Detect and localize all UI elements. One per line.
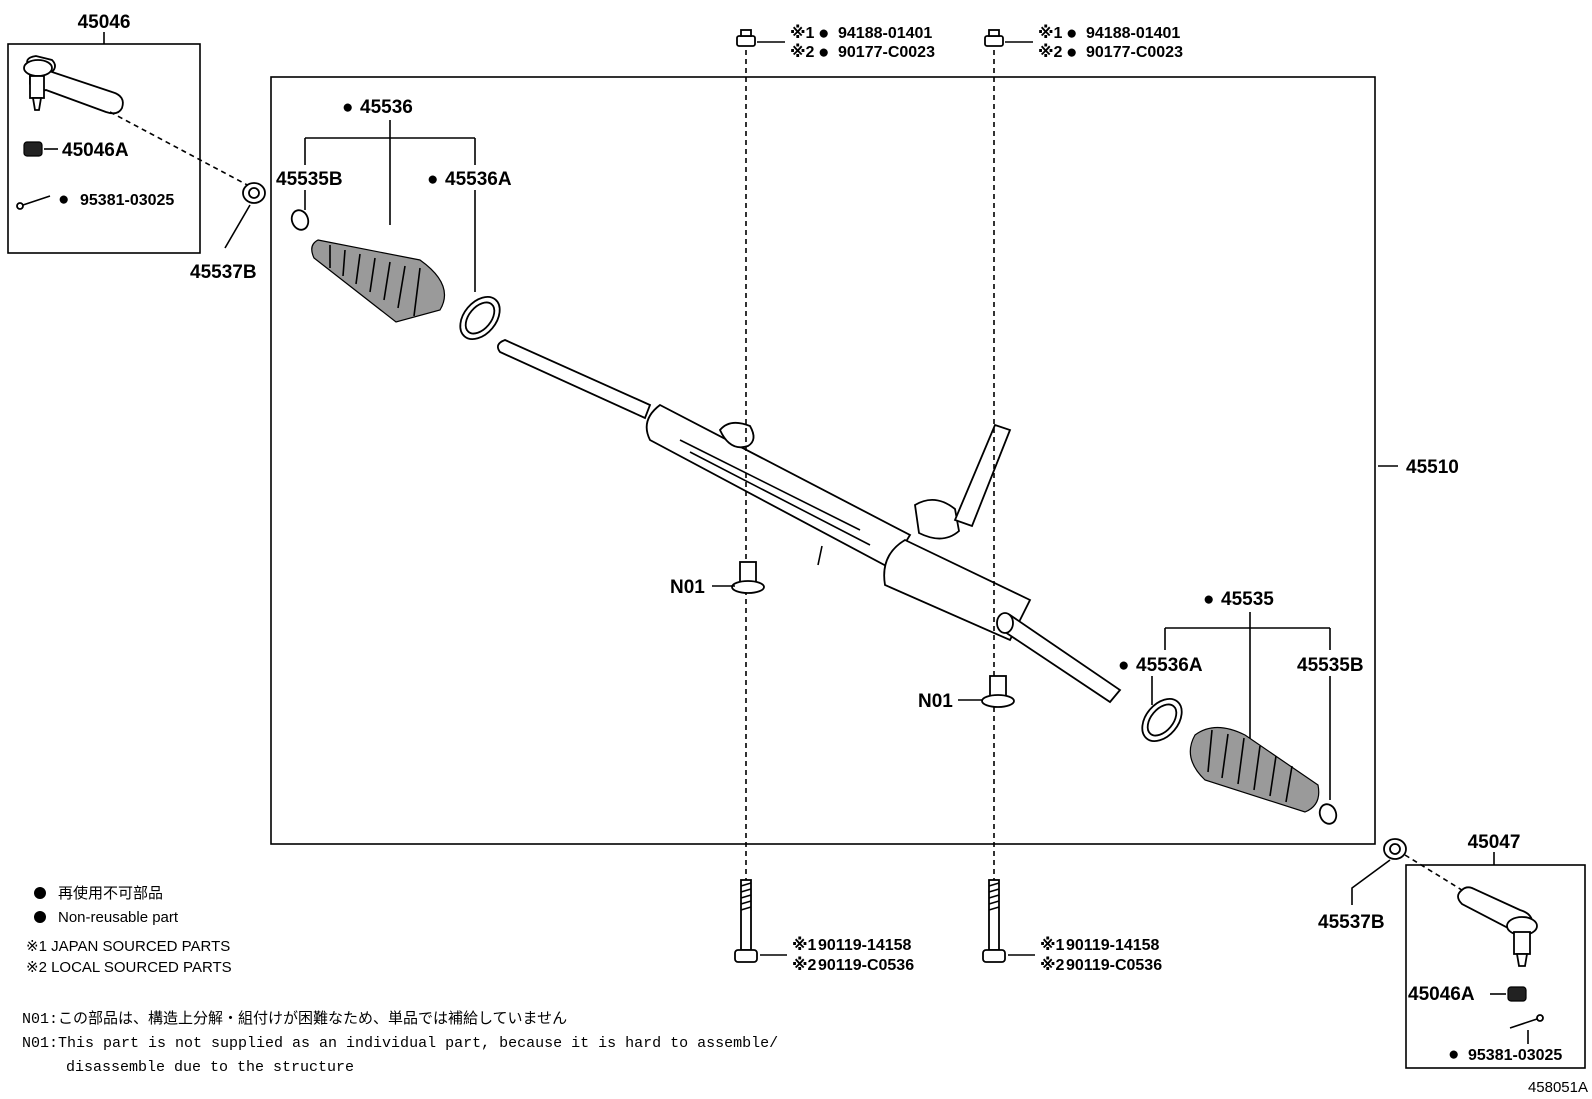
clip-right-part[interactable]	[1317, 802, 1339, 826]
bolt-left-part[interactable]	[734, 879, 758, 963]
nonreusable-mark: ●	[427, 169, 438, 190]
note1-mark: ※1	[790, 24, 815, 42]
bolt-right-part[interactable]	[982, 879, 1006, 963]
note2-mark: ※2	[1040, 956, 1065, 974]
tie-rod-end-left-part[interactable]	[23, 55, 124, 115]
steering-rack-body[interactable]	[496, 339, 1122, 704]
part-label-nut-top-right-2[interactable]: 90177-C0023	[1086, 44, 1183, 61]
cotter-pin-icon-left	[16, 195, 51, 210]
note1-mark: ※1	[792, 936, 817, 954]
part-label-tie-rod-end-right[interactable]: 45047	[1468, 832, 1521, 853]
part-label-nut-left[interactable]: 45046A	[62, 140, 129, 161]
note2-mark: ※2	[792, 956, 817, 974]
nut-top-left-part[interactable]	[736, 29, 756, 47]
nut-icon-right	[1507, 986, 1527, 1002]
nonreusable-mark: ●	[1448, 1044, 1459, 1065]
nonreusable-mark: ●	[1203, 589, 1214, 610]
clamp-left-part[interactable]	[452, 289, 507, 346]
part-label-bushing-right[interactable]: N01	[918, 691, 953, 712]
part-label-nut-top-right-1[interactable]: 94188-01401	[1086, 25, 1180, 42]
part-label-clamp-right[interactable]: 45536A	[1136, 655, 1203, 676]
nonreusable-mark: ●	[342, 97, 353, 118]
part-label-grommet-right[interactable]: 45537B	[1318, 912, 1385, 933]
nonreusable-mark: ●	[818, 42, 829, 63]
part-label-tie-rod-end-left[interactable]: 45046	[78, 12, 131, 33]
part-label-cotter-pin-left[interactable]: 95381-03025	[80, 192, 174, 209]
note1-mark: ※1	[1038, 24, 1063, 42]
part-label-boot-left[interactable]: 45536	[360, 97, 413, 118]
part-label-nut-right[interactable]: 45046A	[1408, 984, 1475, 1005]
bushing-left-part[interactable]	[731, 561, 765, 594]
note-n01-en-line2: disassemble due to the structure	[66, 1059, 354, 1076]
right-tie-rod-end-frame	[1405, 864, 1586, 1069]
note2-mark: ※2	[1038, 43, 1063, 61]
part-label-bolt-left-1[interactable]: 90119-14158	[818, 937, 912, 954]
note-n01-jp: N01:この部品は、構造上分解・組付けが困難なため、単品では補給していません	[22, 1010, 567, 1028]
nonreusable-mark: ●	[1118, 655, 1129, 676]
tie-rod-end-right-part[interactable]	[1457, 886, 1538, 967]
grommet-left-part[interactable]	[242, 182, 266, 204]
note1-mark: ※1	[1040, 936, 1065, 954]
part-label-rack-assembly[interactable]: 45510	[1406, 457, 1459, 478]
nonreusable-mark: ●	[58, 189, 69, 210]
nonreusable-mark: ●	[1066, 42, 1077, 63]
note2-mark: ※2	[790, 43, 815, 61]
boot-left-part[interactable]	[311, 239, 446, 323]
figure-id: 458051A	[1528, 1079, 1588, 1096]
part-label-bushing-left[interactable]: N01	[670, 577, 705, 598]
part-label-bolt-left-2[interactable]: 90119-C0536	[818, 957, 914, 974]
rack-assembly-frame	[270, 76, 1376, 845]
part-label-nut-top-left-2[interactable]: 90177-C0023	[838, 44, 935, 61]
note-n01-en-line1: N01:This part is not supplied as an indi…	[22, 1035, 778, 1052]
nut-icon-left	[23, 141, 43, 157]
part-label-boot-right[interactable]: 45535	[1221, 589, 1274, 610]
part-label-clip-left[interactable]: 45535B	[276, 169, 343, 190]
legend-nonreusable-jp: 再使用不可部品	[58, 885, 163, 902]
nonreusable-mark: ●	[818, 23, 829, 44]
cotter-pin-icon-right	[1509, 1014, 1544, 1029]
clamp-right-part[interactable]	[1134, 691, 1189, 748]
part-label-bolt-right-2[interactable]: 90119-C0536	[1066, 957, 1162, 974]
part-label-nut-top-left-1[interactable]: 94188-01401	[838, 25, 932, 42]
legend-local-sourced: ※2 LOCAL SOURCED PARTS	[26, 959, 232, 976]
part-label-grommet-left[interactable]: 45537B	[190, 262, 257, 283]
nut-top-right-part[interactable]	[984, 29, 1004, 47]
grommet-right-part[interactable]	[1383, 838, 1407, 860]
bushing-right-part[interactable]	[981, 675, 1015, 708]
part-label-bolt-right-1[interactable]: 90119-14158	[1066, 937, 1160, 954]
boot-right-part[interactable]	[1189, 726, 1320, 813]
legend-nonreusable-en: Non-reusable part	[58, 909, 179, 926]
nonreusable-mark: ●	[1066, 23, 1077, 44]
part-label-cotter-pin-right[interactable]: 95381-03025	[1468, 1047, 1562, 1064]
part-label-clip-right[interactable]: 45535B	[1297, 655, 1364, 676]
part-label-clamp-left[interactable]: 45536A	[445, 169, 512, 190]
clip-left-part[interactable]	[289, 208, 311, 232]
legend-japan-sourced: ※1 JAPAN SOURCED PARTS	[26, 938, 230, 955]
